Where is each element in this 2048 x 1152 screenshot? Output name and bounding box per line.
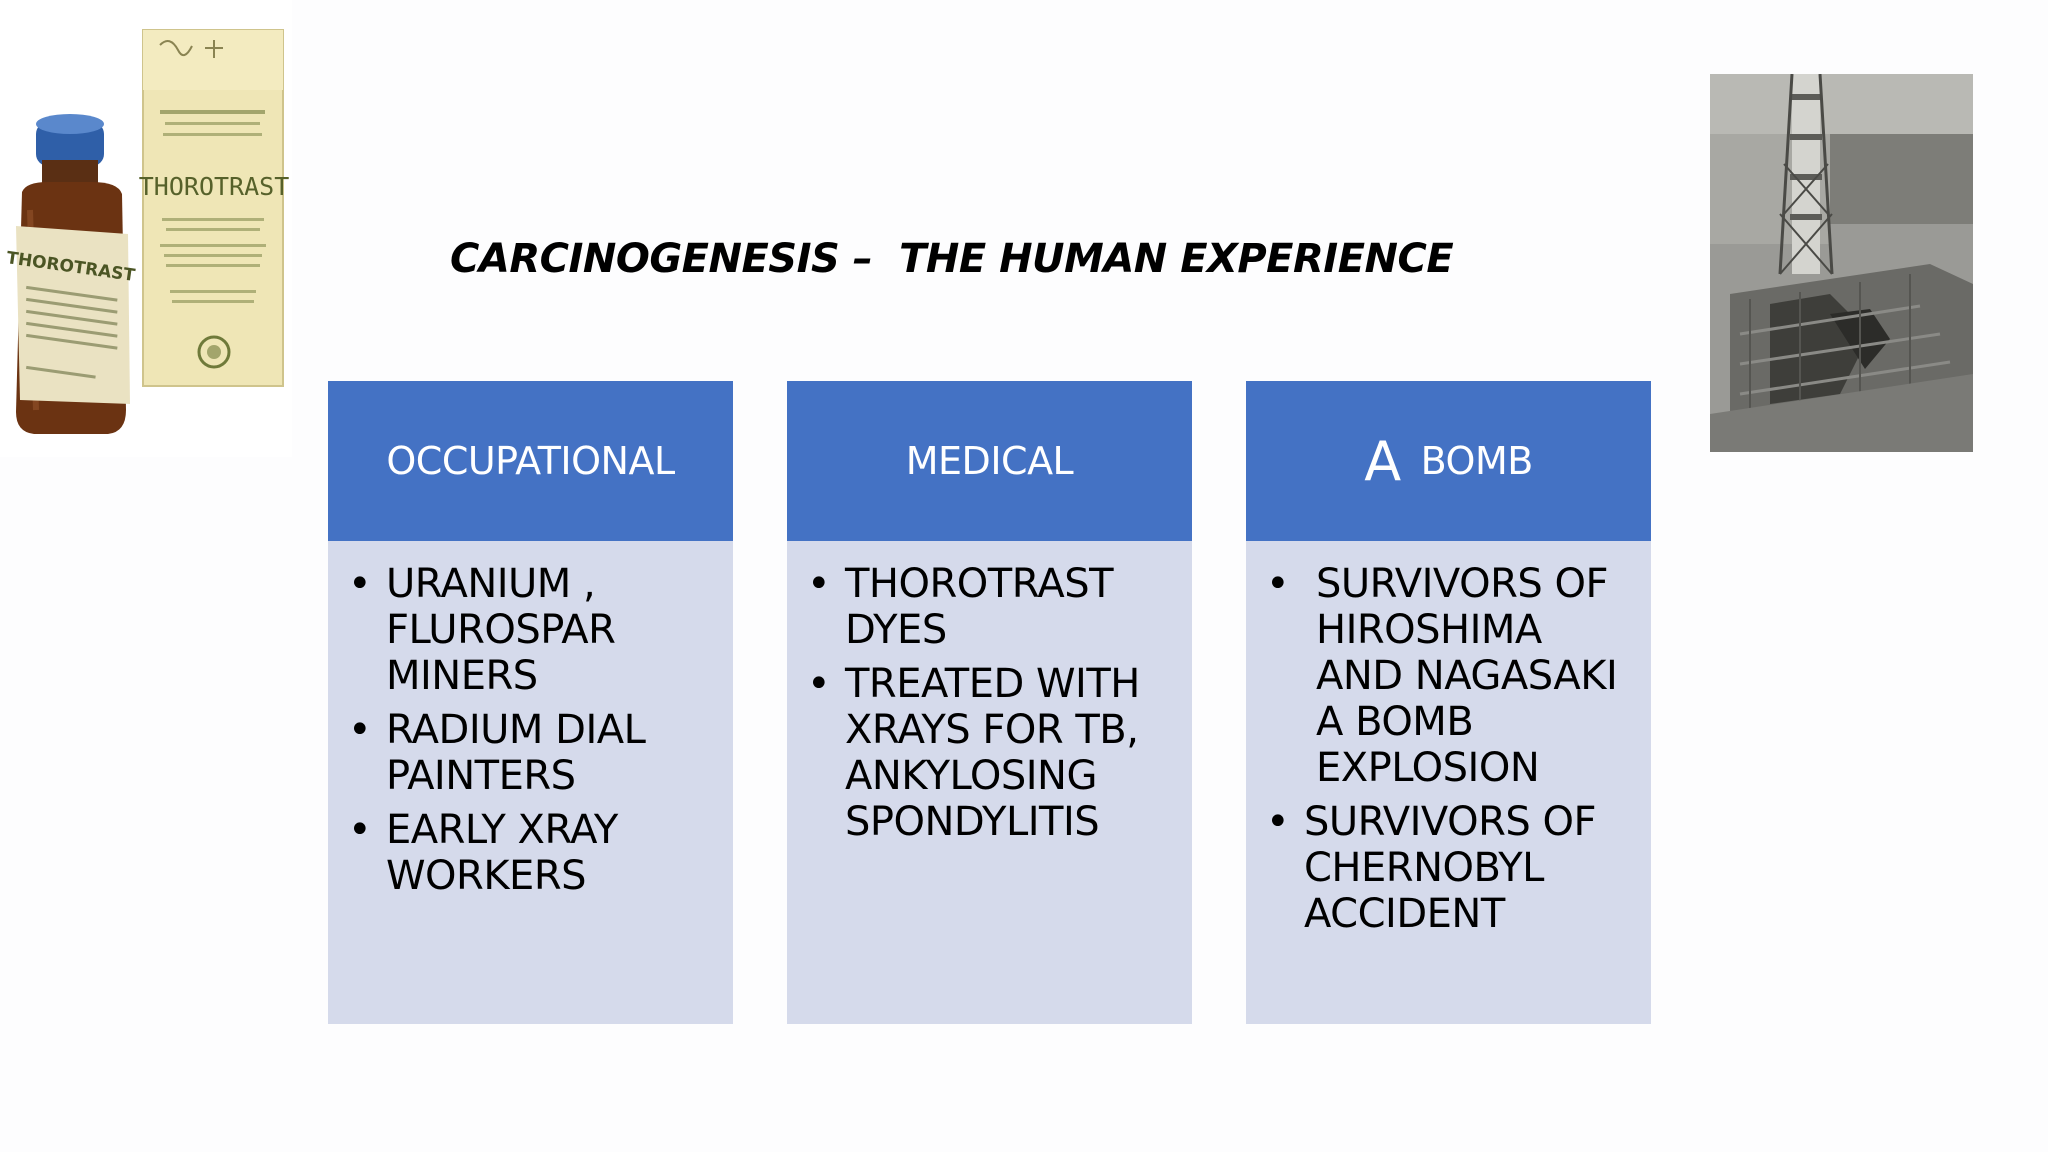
- chernobyl-illustration: [1710, 74, 1973, 452]
- chernobyl-photo: [1710, 74, 1973, 452]
- column-header: A BOMB: [1246, 381, 1651, 541]
- bullet-icon: •: [807, 561, 831, 607]
- header-label: OCCUPATIONAL: [386, 439, 675, 483]
- list-item: •THOROTRAST DYES: [807, 561, 1114, 653]
- bullet-list: •URANIUM , FLUROSPAR MINERS •RADIUM DIAL…: [342, 561, 719, 899]
- bullet-icon: •: [1266, 799, 1290, 845]
- thorotrast-illustration: THOROTRAST THOROTRAST: [5, 29, 290, 434]
- category-a-bomb: A BOMB •SURVIVORS OF HIROSHIMA AND NAGASA…: [1246, 381, 1651, 1024]
- thorotrast-photo: THOROTRAST THOROTRAST: [0, 0, 292, 457]
- bullet-icon: •: [348, 561, 372, 607]
- list-item: •URANIUM , FLUROSPAR MINERS: [348, 561, 616, 699]
- list-item: •TREATED WITH XRAYS FOR TB, ANKYLOSING S…: [807, 661, 1140, 845]
- column-header: OCCUPATIONAL: [328, 381, 733, 541]
- column-body: •THOROTRAST DYES •TREATED WITH XRAYS FOR…: [787, 541, 1192, 1024]
- list-item: •EARLY XRAY WORKERS: [348, 807, 618, 899]
- list-item: •RADIUM DIAL PAINTERS: [348, 707, 646, 799]
- bullet-icon: •: [348, 707, 372, 753]
- category-medical: MEDICAL •THOROTRAST DYES •TREATED WITH X…: [787, 381, 1192, 1024]
- bullet-icon: •: [807, 661, 831, 707]
- list-item: •SURVIVORS OF HIROSHIMA AND NAGASAKI A B…: [1266, 561, 1618, 791]
- bullet-list: •SURVIVORS OF HIROSHIMA AND NAGASAKI A B…: [1260, 561, 1637, 937]
- column-header: MEDICAL: [787, 381, 1192, 541]
- category-occupational: OCCUPATIONAL •URANIUM , FLUROSPAR MINERS…: [328, 381, 733, 1024]
- list-item: •SURVIVORS OF CHERNOBYL ACCIDENT: [1266, 799, 1596, 937]
- bullet-icon: •: [1266, 561, 1290, 607]
- bullet-icon: •: [348, 807, 372, 853]
- bullet-list: •THOROTRAST DYES •TREATED WITH XRAYS FOR…: [801, 561, 1178, 845]
- header-label: MEDICAL: [905, 439, 1074, 483]
- slide-title: CARCINOGENESIS – THE HUMAN EXPERIENCE: [450, 236, 1454, 282]
- column-body: •URANIUM , FLUROSPAR MINERS •RADIUM DIAL…: [328, 541, 733, 1024]
- box-brand-label: THOROTRAST: [139, 172, 290, 201]
- header-label-initial: A: [1364, 429, 1401, 493]
- header-label: BOMB: [1420, 439, 1534, 483]
- column-body: •SURVIVORS OF HIROSHIMA AND NAGASAKI A B…: [1246, 541, 1651, 1024]
